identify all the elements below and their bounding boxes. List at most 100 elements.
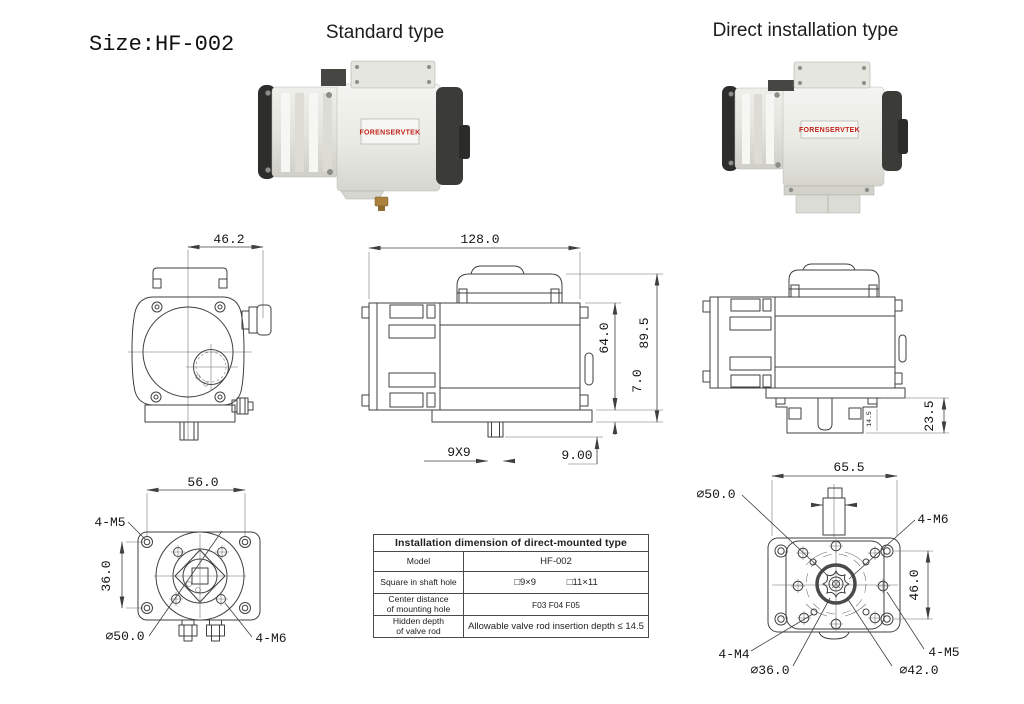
top-cap [788,263,880,298]
dim-direct-span-y: 46.0 [907,569,922,600]
side-indicator [898,334,907,363]
bottom-plugs [178,619,225,642]
dim-bottom-span-x: 56.0 [187,475,218,490]
dim-direct-span-x: 65.5 [833,460,864,475]
corner-holes [141,536,251,614]
row-value: Allowable valve rod insertion depth ≤ 14… [468,621,644,632]
row-label: Square in shaft hole [374,572,464,593]
cylinder-screws [265,90,333,175]
top-cover [793,61,871,89]
side-view-drawing: 128.0 [361,232,663,465]
small-holes [809,558,870,616]
top-cap [456,265,563,304]
bottom-flange [765,387,906,399]
square-stem [827,487,843,499]
front-view-drawing: 46.2 [128,232,272,441]
label-screws-m5: 4-M5 [928,645,959,660]
bracket-screws [788,187,870,193]
dim-bottom-span-y: 36.0 [99,560,114,591]
dim-shaft-depth: 9.00 [561,448,592,463]
mount-bracket-flange [783,185,875,196]
label-flange-screws: 4-M6 [255,631,286,646]
cylinder-end-cap [368,302,378,411]
table-row: Square in shaft hole □9×9 □11×11 [374,571,648,593]
label-circle-36: ∅36.0 [750,663,789,678]
body-circle [142,306,234,398]
right-end-cap [436,87,463,185]
dim-shaft-square: 9X9 [447,445,470,460]
side-indicator [584,352,594,386]
brand-label-plate [360,118,420,145]
cylinder-ribs [742,94,774,164]
photo-direct: FORENSERVTEK [722,61,908,214]
top-cover-screws [798,66,866,85]
bottom-view-drawing: 56.0 36.0 [94,475,286,646]
row-label: Model [374,552,464,571]
top-cover [350,60,436,89]
label-bolt-circle: ∅50.0 [105,629,144,644]
cylinder-slots [729,298,772,388]
dim-front-width: 46.2 [213,232,244,247]
mount-screw-holes [169,545,229,606]
caption-standard-type: Standard type [325,22,445,43]
row-value: F03 F04 F05 [532,599,580,610]
spec-table: Installation dimension of direct-mounted… [373,534,649,638]
right-end-cap [882,91,902,171]
row-label: Center distance of mounting hole [374,594,464,615]
spec-table-title: Installation dimension of direct-mounted… [394,537,627,549]
brand-text: FORENSERVTEK [799,127,860,134]
cylinder-screws [728,91,781,168]
mounting-bracket [775,397,878,434]
photo-standard: FORENSERVTEK [258,60,470,211]
dim-body-height: 64.0 [597,322,612,353]
mount-screw-holes [791,539,890,631]
main-body [774,296,896,389]
dim-bracket-height: 23.5 [922,400,937,431]
dim-flange-height: 7.0 [630,369,645,392]
cylinder-slots [388,304,436,408]
body-silhouette-circle [155,531,245,621]
direct-bottom-view-drawing: 65.5 [696,460,959,678]
star-broach [822,570,850,598]
cylinder [376,302,441,411]
corner-screws [150,301,226,403]
row-label: Hidden depth of valve rod [374,616,464,637]
label-circle-42: ∅42.0 [899,663,938,678]
center-ring [815,563,857,605]
brass-shaft-tip [378,206,385,211]
brass-shaft-fitting [374,196,389,207]
page-title: Size:HF-002 [89,32,235,57]
label-bolt-circle: ∅50.0 [696,487,735,502]
bottom-flange [144,404,236,423]
bottom-shaft [179,421,199,441]
corner-holes [774,544,894,626]
cylinder-end-cap [722,86,738,171]
side-plug [231,397,254,415]
top-dark-block [321,69,346,86]
direct-side-view-drawing: 14.5 23.5 [702,263,949,434]
caption-direct-type: Direct installation type [712,20,899,41]
brand-label-plate [800,120,859,139]
cylinder-ribs [281,93,332,172]
cable-gland [241,304,272,336]
dim-side-length: 128.0 [460,232,499,247]
table-row: Model HF-002 [374,551,648,571]
right-port [898,119,908,154]
main-body [439,302,581,411]
output-shaft [487,421,504,438]
square-shaft-hole [191,567,209,585]
cylinder-end-cap [709,296,719,389]
brand-text: FORENSERVTEK [359,130,420,137]
table-row: Center distance of mounting hole F03 F04… [374,593,648,615]
table-row: Hidden depth of valve rod Allowable valv… [374,615,648,637]
inner-circle [172,548,228,604]
flange-plate [767,537,901,633]
dim-total-height: 89.5 [637,317,652,348]
cylinder-end-cap [258,85,276,179]
stem-cylinder [822,497,846,536]
row-value: □9×9 □11×11 [514,577,598,588]
label-screws-m4: 4-M4 [718,647,749,662]
row-value: HF-002 [540,556,572,567]
